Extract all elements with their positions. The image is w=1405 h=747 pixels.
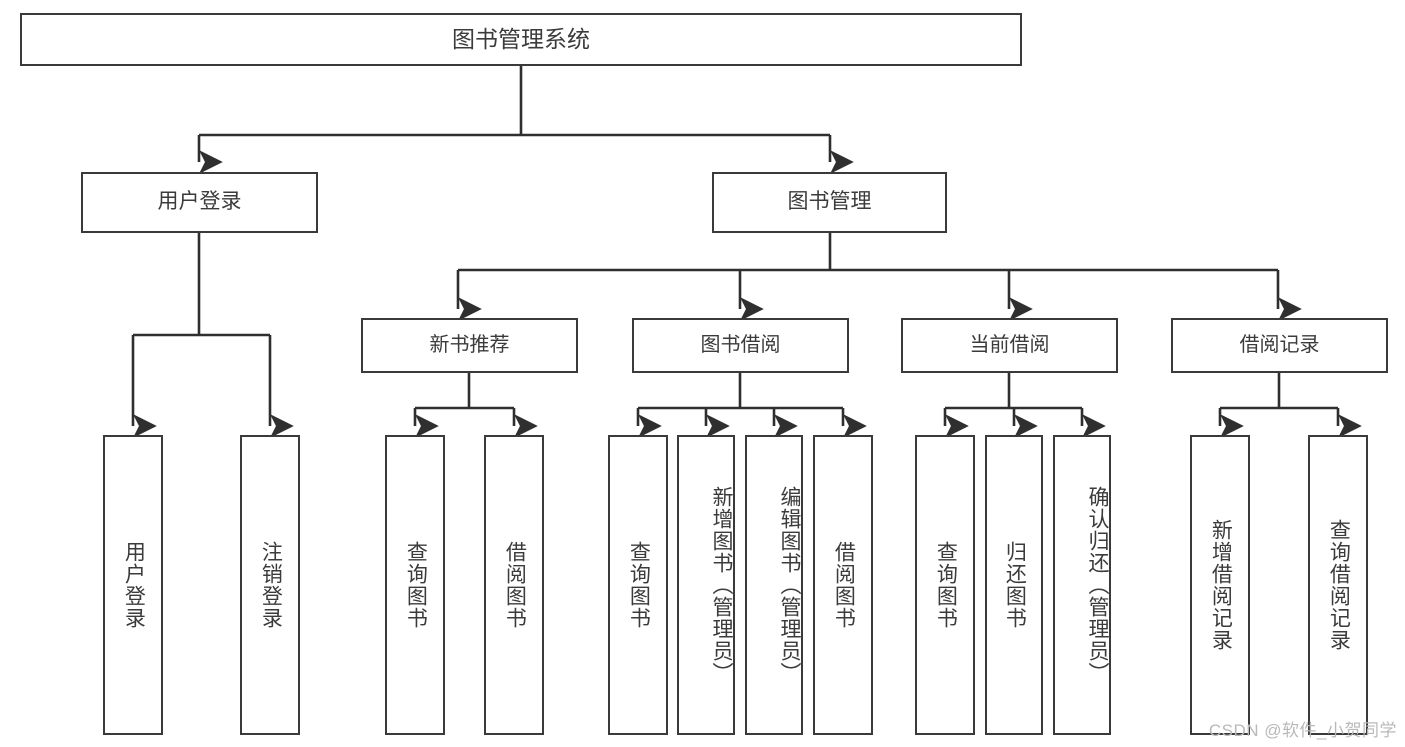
leaf-user-login[interactable]: 用户登录: [103, 435, 163, 735]
leaf-confirm-return-admin[interactable]: 确认归还（管理员）: [1053, 435, 1111, 735]
leaf-borrow-books[interactable]: 借阅图书: [813, 435, 873, 735]
node-root[interactable]: 图书管理系统: [20, 13, 1022, 66]
node-level1-book-management[interactable]: 图书管理: [712, 172, 947, 233]
node-level2-book-borrow[interactable]: 图书借阅: [632, 318, 849, 373]
csdn-watermark: CSDN @软件_小贺同学: [1208, 721, 1397, 740]
leaf-query-books-borrow[interactable]: 查询图书: [608, 435, 668, 735]
leaf-query-borrow-record[interactable]: 查询借阅记录: [1308, 435, 1368, 735]
node-level1-user-login[interactable]: 用户登录: [81, 172, 318, 233]
leaf-logout[interactable]: 注销登录: [240, 435, 300, 735]
leaf-edit-book-admin[interactable]: 编辑图书（管理员）: [745, 435, 803, 735]
leaf-add-borrow-record[interactable]: 新增借阅记录: [1190, 435, 1250, 735]
node-level2-borrow-records[interactable]: 借阅记录: [1171, 318, 1388, 373]
leaf-query-books-current[interactable]: 查询图书: [915, 435, 975, 735]
leaf-query-books-recommend[interactable]: 查询图书: [385, 435, 445, 735]
node-level2-new-book-recommend[interactable]: 新书推荐: [361, 318, 578, 373]
leaf-return-books[interactable]: 归还图书: [985, 435, 1043, 735]
leaf-add-book-admin[interactable]: 新增图书（管理员）: [677, 435, 735, 735]
node-level2-current-borrow[interactable]: 当前借阅: [901, 318, 1118, 373]
leaf-borrow-books-recommend[interactable]: 借阅图书: [484, 435, 544, 735]
